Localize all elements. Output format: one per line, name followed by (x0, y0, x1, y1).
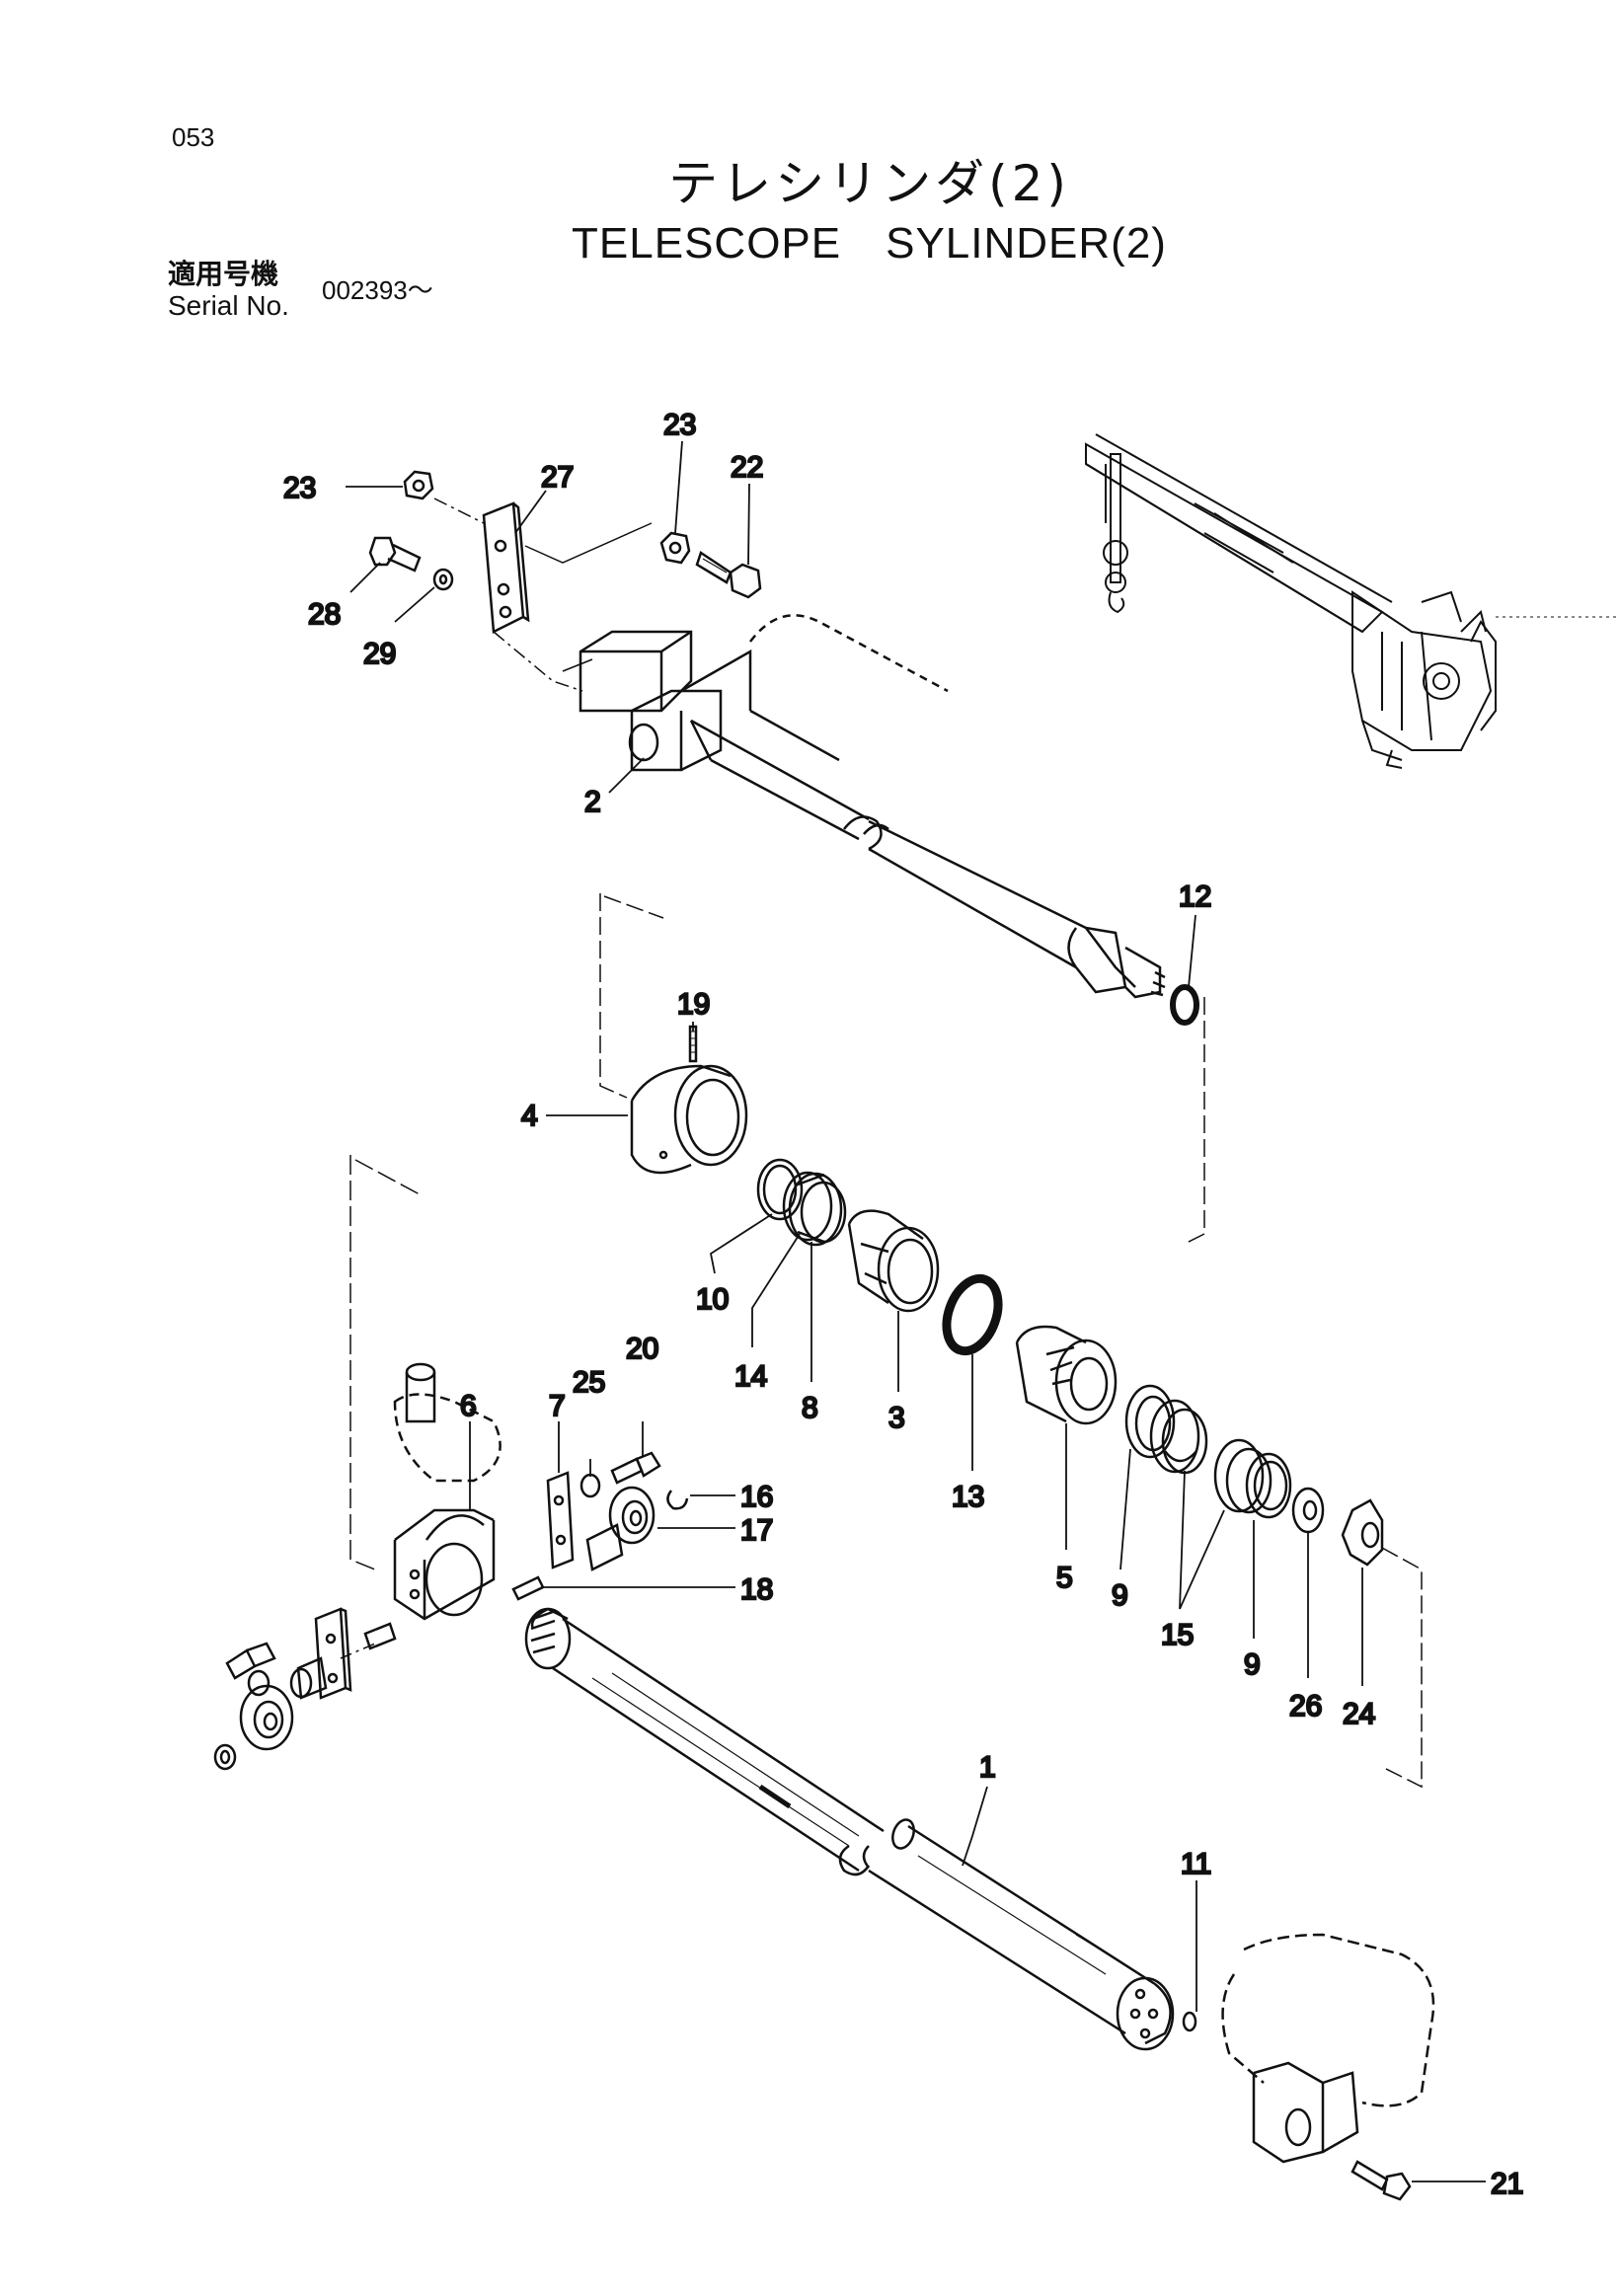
callout-8: 8 (802, 1392, 818, 1424)
page-number: 053 (172, 122, 215, 152)
callout-29: 29 (363, 638, 396, 670)
callout-22: 22 (731, 451, 763, 484)
callout-27: 27 (541, 461, 574, 494)
serial-number-value: 002393～ (322, 275, 433, 305)
part-2-piston-rod (579, 614, 1166, 999)
crane-inset-illustration (1085, 433, 1619, 769)
middle-cylinder-head-assembly (599, 893, 1423, 1789)
parts-27-28-29-22-23-upper-fasteners (368, 470, 762, 692)
lower-left-bracket-assembly (213, 1155, 689, 1771)
callout-13: 13 (952, 1481, 984, 1513)
callout-21: 21 (1491, 2168, 1523, 2200)
callout-2: 2 (584, 786, 601, 818)
part-1-cylinder-tube (524, 1607, 1197, 2051)
callout-9: 9 (1244, 1648, 1261, 1681)
callout-10: 10 (696, 1283, 729, 1316)
callout-leader-lines (346, 440, 1486, 2182)
callout-18: 18 (740, 1573, 773, 1606)
callout-6: 6 (460, 1390, 477, 1422)
cylinder-base-housing (1221, 1933, 1435, 2201)
callout-23: 23 (283, 472, 316, 504)
callout-11: 11 (1181, 1848, 1211, 1880)
callout-19: 19 (677, 988, 710, 1021)
callout-1: 1 (979, 1751, 996, 1784)
part-12-o-ring (1170, 984, 1199, 1026)
callout-26: 26 (1289, 1690, 1322, 1722)
callout-7: 7 (549, 1390, 566, 1422)
callout-14: 14 (734, 1360, 767, 1393)
callout-17: 17 (740, 1514, 773, 1547)
callout-12: 12 (1179, 880, 1211, 913)
callout-3: 3 (888, 1402, 905, 1434)
page-title-japanese: テレシリンダ(2) (668, 155, 1070, 212)
callout-15: 15 (1161, 1619, 1194, 1651)
callout-5: 5 (1056, 1562, 1073, 1594)
callout-28: 28 (308, 598, 341, 631)
callout-9: 9 (1112, 1579, 1128, 1612)
serial-label-japanese: 適用号機 (168, 258, 279, 290)
callout-16: 16 (740, 1481, 773, 1513)
callout-23: 23 (663, 409, 696, 441)
callout-4: 4 (521, 1100, 538, 1132)
callout-24: 24 (1343, 1698, 1375, 1730)
callout-20: 20 (626, 1333, 658, 1365)
callout-25: 25 (573, 1366, 605, 1399)
page-title-english: TELESCOPE SYLINDER(2) (572, 219, 1167, 268)
serial-label: Serial No. (168, 290, 289, 321)
callout-numbers: 23 27 23 22 28 29 2 12 19 4 10 14 8 3 13… (282, 408, 1525, 2202)
